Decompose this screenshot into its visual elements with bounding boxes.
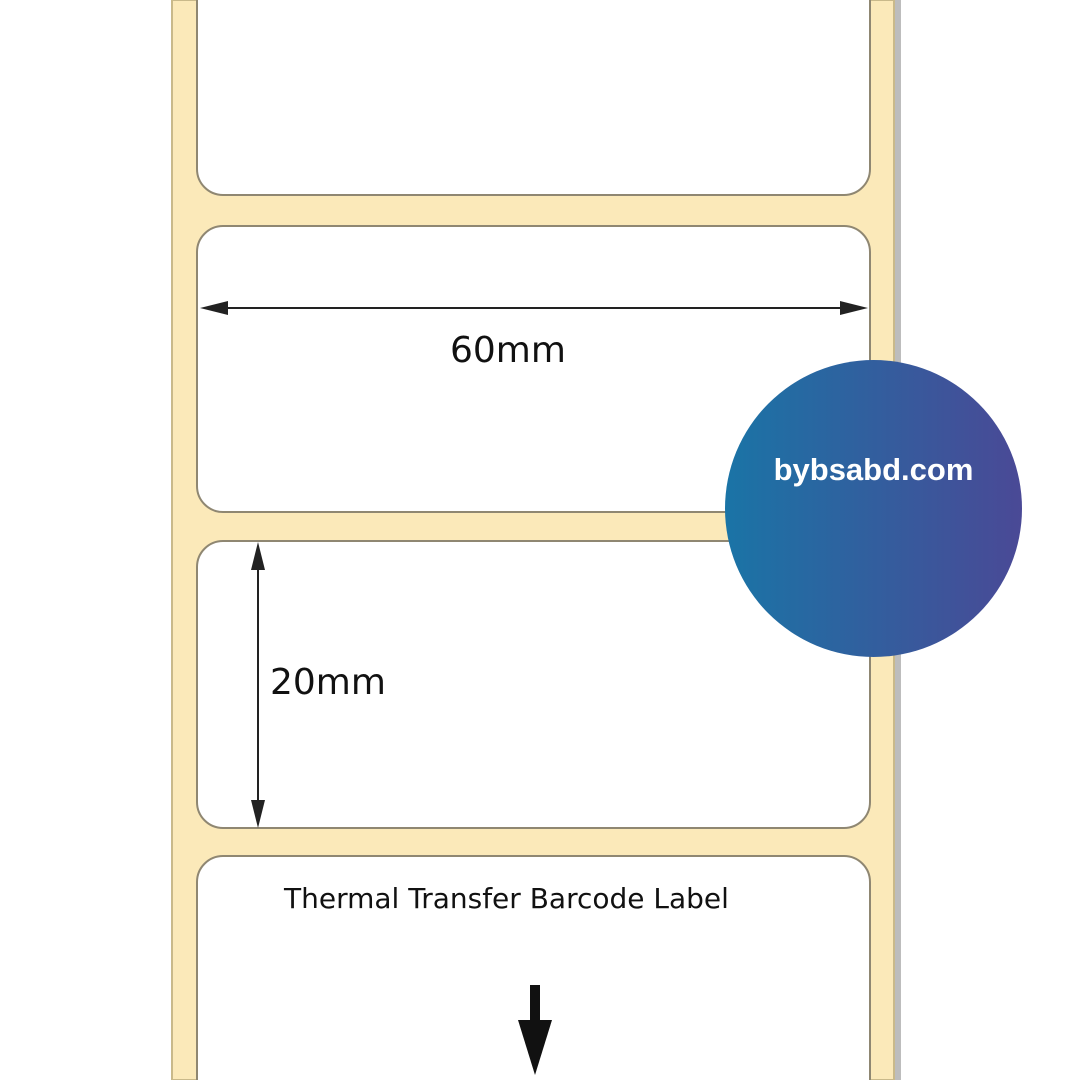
feed-direction-arrow-icon — [518, 985, 552, 1075]
height-dimension-arrow — [251, 542, 265, 828]
width-dimension-arrow — [200, 301, 868, 315]
label-1 — [196, 0, 871, 196]
caption: Thermal Transfer Barcode Label — [284, 882, 729, 915]
label-4 — [196, 855, 871, 1080]
website-badge: bybsabd.com — [725, 360, 1022, 657]
label-3 — [196, 540, 871, 829]
badge-text: bybsabd.com — [773, 452, 974, 487]
width-label: 60mm — [450, 330, 566, 371]
height-label: 20mm — [270, 662, 386, 703]
